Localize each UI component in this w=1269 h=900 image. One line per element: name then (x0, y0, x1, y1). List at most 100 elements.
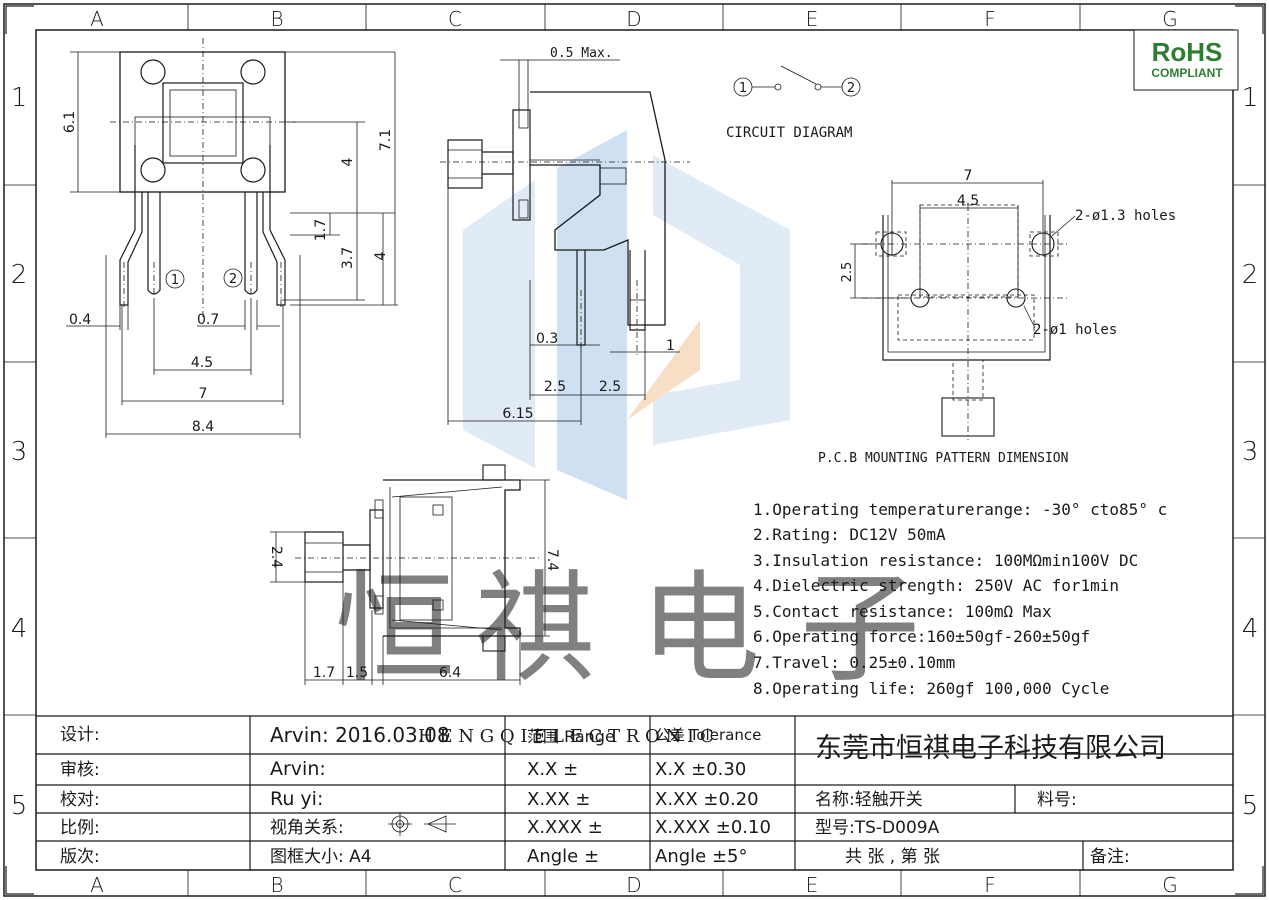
dim-label: 1 (666, 338, 675, 354)
dim-label: 2.5 (840, 262, 855, 283)
grid-col-label: A (90, 873, 104, 897)
circuit-diagram: 1 2 CIRCUIT DIAGRAM (726, 65, 861, 141)
tb-range: X.XX ± (527, 789, 591, 810)
grid-row-label: 2 (11, 260, 28, 290)
tb-value: Arvin: 2016.03.08 (270, 723, 450, 747)
grid-row-label: 1 (1242, 83, 1259, 113)
dim-label: 4.5 (957, 193, 979, 209)
pcb-pattern: 7 4.5 2.5 2-ø1.3 holes 2-ø1 holes P.C.B … (818, 168, 1176, 466)
grid-col-label: C (448, 873, 462, 897)
tb-value: 视角关系: (270, 818, 344, 838)
grid-row-label: 2 (1242, 260, 1259, 290)
tb-range: Angle ± (527, 846, 599, 867)
grid-col-label: C (448, 7, 462, 31)
dim-label: 0.5 Max. (550, 46, 613, 61)
watermark-logo (463, 130, 790, 500)
dim-label: 7 (199, 386, 208, 402)
grid-col-label: E (806, 873, 819, 897)
grid-row-label: 5 (11, 791, 28, 821)
grid-col-label: B (270, 7, 283, 31)
grid-col-label: A (90, 7, 104, 31)
dim-label: 2.5 (599, 379, 621, 395)
grid-col-label: D (626, 7, 641, 31)
dim-label: 2.4 (268, 546, 284, 568)
model-no: 型号:TS-D009A (815, 818, 940, 838)
tb-value: 图框大小: A4 (270, 847, 372, 867)
projection-symbol-icon (388, 812, 456, 836)
hole-callout: 2-ø1.3 holes (1075, 208, 1176, 224)
dim-label: 4.5 (191, 355, 213, 371)
tb-tolerance: X.X ±0.30 (655, 759, 746, 780)
spec-item: 8.Operating life: 260gf 100,000 Cycle (753, 679, 1109, 698)
rohs-badge: RoHS COMPLIANT (1133, 29, 1239, 91)
tb-range: X.XXX ± (527, 817, 603, 838)
rohs-title: RoHS (1152, 37, 1223, 67)
dim-label: 6.1 (62, 111, 78, 133)
tb-tolerance: 公差 Tolerance (655, 726, 761, 744)
material-no: 料号: (1037, 790, 1077, 810)
grid-col-label: F (984, 7, 996, 31)
tb-range: X.X ± (527, 759, 578, 780)
title-block: 设计: 审核: 校对: 比例: 版次: Arvin: 2016.03.08 Ar… (36, 715, 1233, 870)
tb-label: 校对: (60, 790, 100, 810)
grid-row-label: 4 (11, 614, 28, 644)
spec-item: 3.Insulation resistance: 100MΩmin100V DC (753, 551, 1138, 570)
side-view: 0.5 Max. 0.3 1 2.5 2.5 6.15 (440, 46, 690, 425)
sheet-count: 共 张 , 第 张 (845, 847, 940, 867)
tb-range: 范围 Range (527, 727, 615, 746)
spec-item: 5.Contact resistance: 100mΩ Max (753, 602, 1052, 621)
dim-label: 4 (373, 251, 389, 260)
watermark-char: 电 (640, 560, 760, 699)
pin-label: 2 (229, 272, 237, 287)
grid-col-label: G (1162, 873, 1178, 897)
dim-label: 0.4 (69, 312, 91, 328)
grid-col-label: F (984, 873, 996, 897)
spec-item: 2.Rating: DC12V 50mA (753, 525, 946, 544)
tb-label: 版次: (60, 847, 100, 867)
company-name: 东莞市恒祺电子科技有限公司 (815, 733, 1166, 764)
grid-row-label: 1 (11, 83, 28, 113)
spec-list: 1.Operating temperaturerange: -30° cto85… (753, 500, 1167, 698)
dim-label: 6.15 (502, 406, 533, 422)
grid-col-label: E (806, 7, 819, 31)
dim-label: 6.4 (439, 665, 461, 681)
circuit-node: 2 (847, 81, 855, 96)
circuit-node: 1 (739, 81, 747, 96)
part-name: 名称:轻触开关 (815, 790, 923, 810)
watermark-char: 恒 (335, 560, 455, 699)
remarks: 备注: (1090, 847, 1130, 867)
pcb-title: P.C.B MOUNTING PATTERN DIMENSION (818, 451, 1068, 466)
spec-item: 7.Travel: 0.25±0.10mm (753, 653, 955, 672)
grid-row-label: 3 (1242, 437, 1259, 467)
tb-value: Ru yi: (270, 788, 323, 810)
spec-item: 4.Dielectric strength: 250V AC for1min (753, 576, 1119, 595)
grid-labels: A B C D E F G A B C D E F G 1 2 3 4 5 1 … (11, 7, 1259, 897)
grid-col-label: D (626, 873, 641, 897)
grid-col-label: G (1162, 7, 1178, 31)
dim-label: 7.4 (544, 549, 560, 571)
tb-label: 比例: (60, 818, 100, 838)
watermark-char: 子 (800, 560, 920, 699)
drawing-frame (3, 3, 1266, 897)
spec-item: 6.Operating force:160±50gf-260±50gf (753, 627, 1090, 646)
grid-col-label: B (270, 873, 283, 897)
rohs-subtitle: COMPLIANT (1151, 66, 1223, 80)
tb-tolerance: X.XXX ±0.10 (655, 817, 771, 838)
tb-value: Arvin: (270, 758, 326, 780)
dim-label: 1.7 (313, 665, 335, 681)
grid-row-label: 3 (11, 437, 28, 467)
dim-label: 1.7 (313, 219, 329, 241)
dim-label: 7 (964, 168, 973, 184)
dim-label: 2.5 (544, 379, 566, 395)
watermark-latin: H E N G Q I E L E C T R O N I C (418, 726, 714, 747)
tb-tolerance: X.XX ±0.20 (655, 789, 759, 810)
dim-label: 0.7 (197, 312, 219, 328)
grid-row-label: 4 (1242, 614, 1259, 644)
bottom-view: 2.4 7.4 1.7 1.5 6.4 (268, 464, 560, 685)
spec-item: 1.Operating temperaturerange: -30° cto85… (753, 500, 1167, 519)
front-view: 1 2 6.1 7.1 4 1.7 3. (62, 38, 398, 438)
dim-label: 8.4 (192, 419, 214, 435)
dim-label: 3.7 (340, 247, 356, 269)
grid-row-label: 5 (1242, 791, 1259, 821)
